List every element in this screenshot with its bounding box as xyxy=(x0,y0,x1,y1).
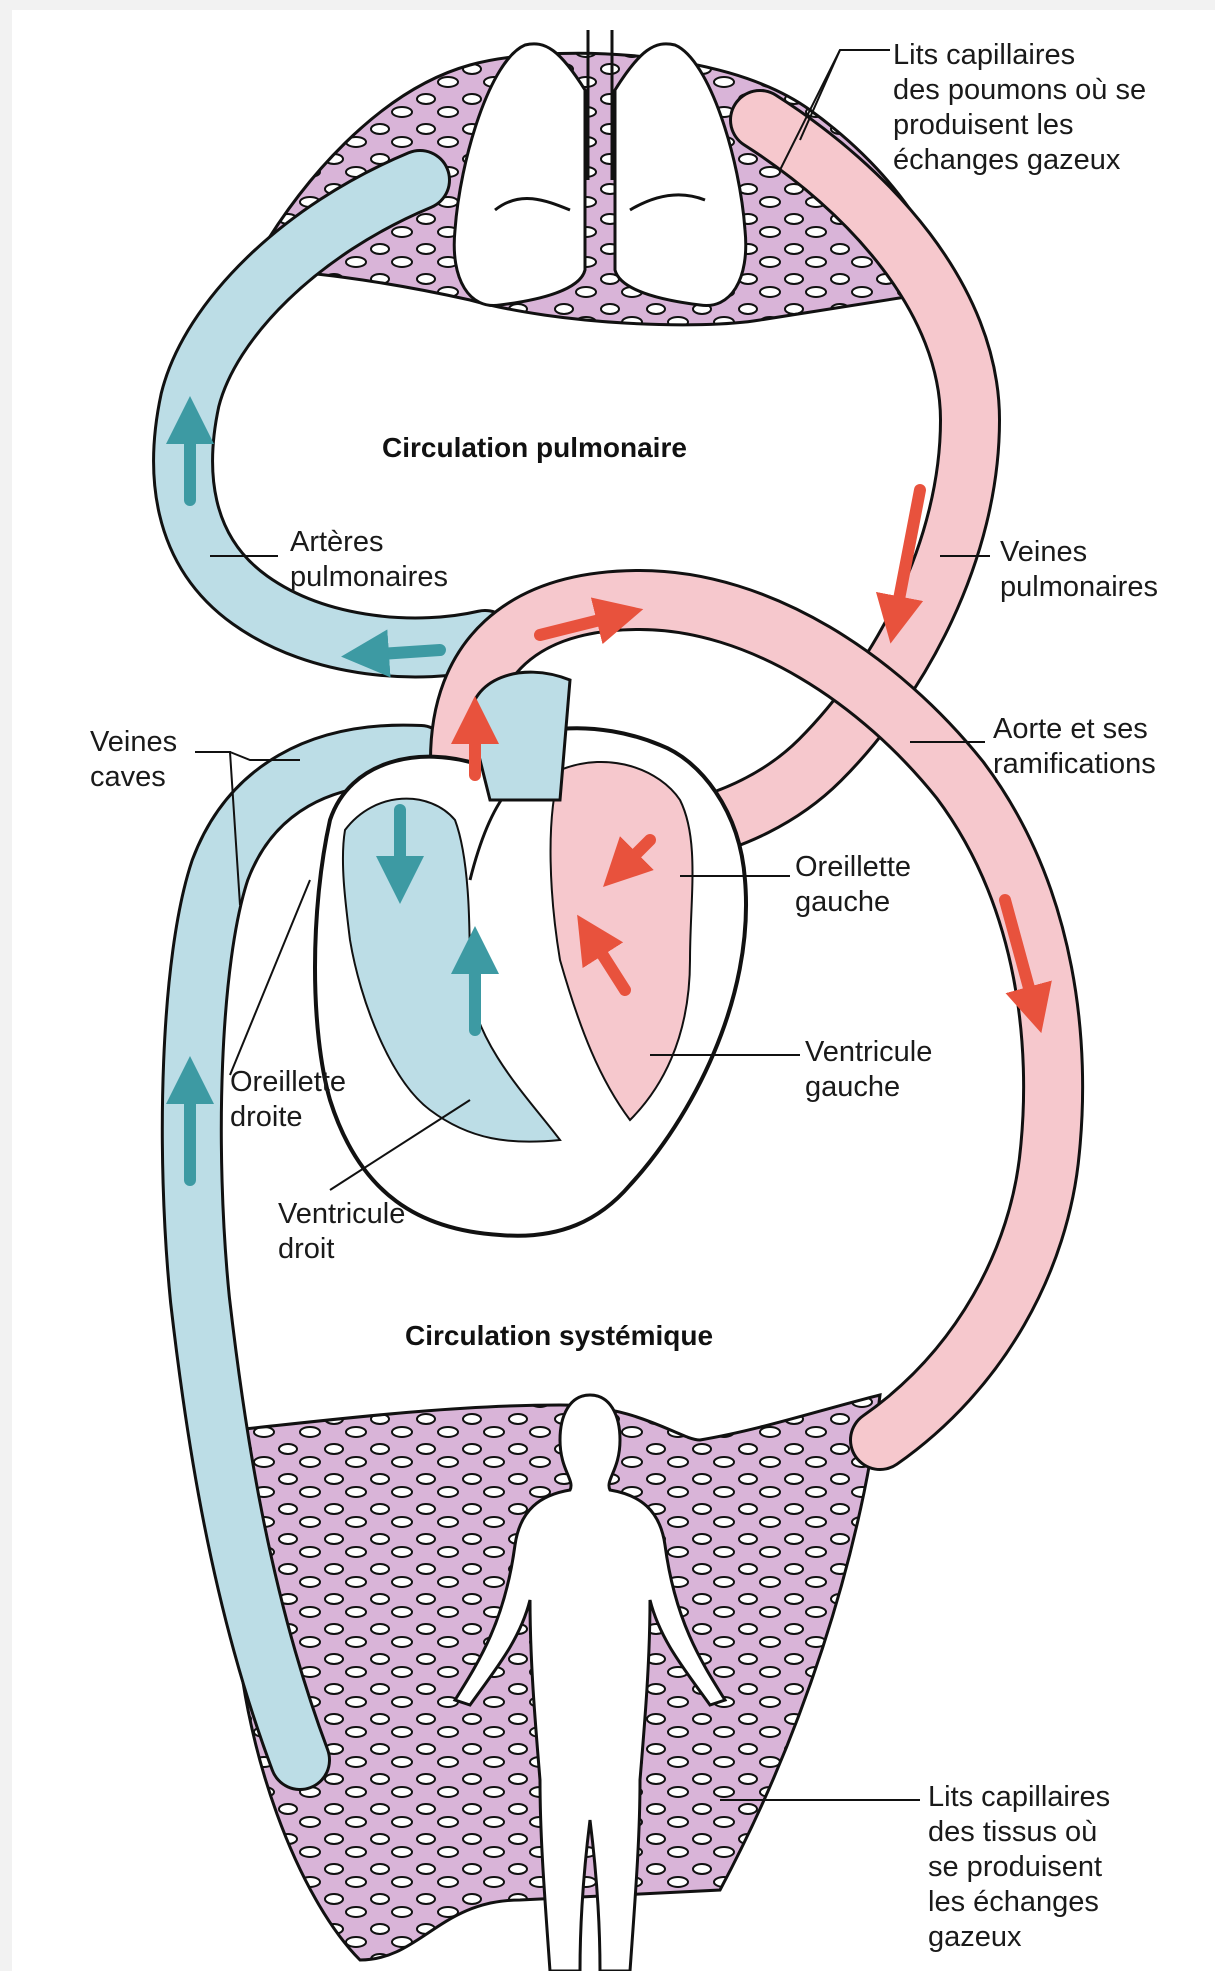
pulmonary-circulation-title: Circulation pulmonaire xyxy=(382,432,687,464)
label-tissue-capillaries: Lits capillaires des tissus où se produi… xyxy=(928,1780,1110,1955)
label-left-ventricle: Ventricule gauche xyxy=(805,1035,932,1105)
label-left-atrium: Oreillette gauche xyxy=(795,850,911,920)
label-venae-cavae: Veines caves xyxy=(90,725,177,795)
label-lung-capillaries: Lits capillaires des poumons où se produ… xyxy=(893,38,1146,178)
label-right-ventricle: Ventricule droit xyxy=(278,1197,405,1267)
label-right-atrium: Oreillette droite xyxy=(230,1065,346,1135)
systemic-circulation-title: Circulation systémique xyxy=(405,1320,713,1352)
flow-arrow-icon xyxy=(365,650,440,655)
label-pulmonary-veins: Veines pulmonaires xyxy=(1000,535,1158,605)
label-aorta: Aorte et ses ramifications xyxy=(993,712,1156,782)
label-pulmonary-arteries: Artères pulmonaires xyxy=(290,525,448,595)
